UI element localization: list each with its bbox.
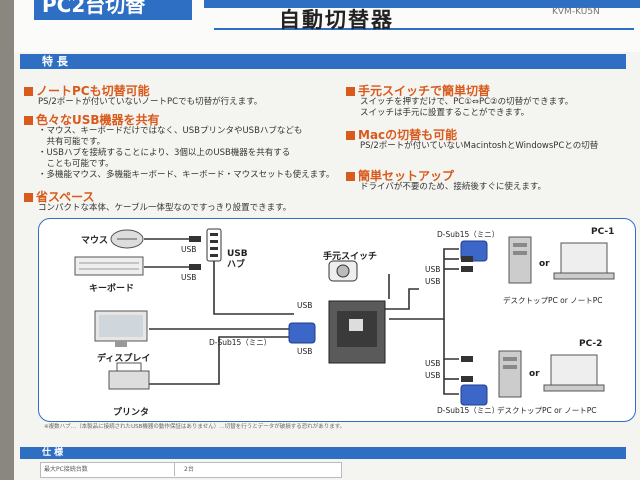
dsub-label: D-Sub15（ミニ） — [437, 406, 500, 415]
feature-title-3: 省スペース — [24, 188, 95, 205]
usb-label: USB — [425, 265, 441, 274]
feature-title-5: Macの切替も可能 — [346, 126, 457, 143]
printer-icon — [108, 362, 150, 390]
keyboard-icon — [74, 256, 144, 276]
feature-line: ことも可能です。 — [38, 159, 114, 169]
feature-line: スイッチを押すだけで、PC①⇔PC②の切替ができます。 — [360, 97, 574, 107]
usb-label: USB — [425, 359, 441, 368]
spec-row — [40, 462, 342, 478]
usb-label: USB — [181, 273, 197, 282]
hand-switch-icon — [328, 260, 358, 282]
keyboard-label: キーボード — [89, 284, 135, 294]
feature-line: 共有可能です。 — [38, 137, 106, 147]
spec-bar — [20, 447, 626, 459]
connection-diagram: マウス USB キーボード USB USB ハブ 手元スイッチ USB D-Su… — [38, 218, 636, 422]
feature-line: PS/2ポートが付いていないMacintoshとWindowsPCとの切替 — [360, 141, 599, 151]
diagram-graphic — [74, 228, 615, 406]
product-title: 自動切替器 — [279, 8, 394, 32]
features-bar — [20, 54, 626, 69]
or-label: or — [539, 259, 550, 269]
hand-switch-label: 手元スイッチ — [323, 252, 378, 262]
desktop-or-note-label: デスクトップPC or ノートPC — [497, 406, 597, 415]
or-label: or — [529, 369, 540, 379]
laptop-icon — [553, 242, 615, 280]
dsub-label: D-Sub15（ミニ） — [209, 338, 272, 347]
pc1-label: PC-1 — [591, 227, 615, 237]
feature-line: ドライバが不要のため、接続後すぐに使えます。 — [360, 182, 546, 192]
usb-label: USB — [181, 245, 197, 254]
top-blue-bar — [204, 0, 640, 8]
model-number: KVM-KU5N — [552, 7, 600, 17]
footnote: ※複数ハブ…（本製品に接続されたUSB機器の動作保証はありません）…切替を行うと… — [44, 424, 346, 430]
vga-connector-icon — [288, 240, 488, 406]
feature-title-2: 色々なUSB機器を共有 — [24, 111, 160, 128]
usb-label: USB — [297, 347, 313, 356]
spec-cell-label: 最大PC接続台数 — [44, 466, 88, 473]
feature-line: コンパクトな本体、ケーブル一体型なのですっきり設置できます。 — [38, 203, 292, 213]
feature-line: ・マウス、キーボードだけではなく、USBプリンタやUSBハブなども — [38, 126, 303, 136]
feature-title-1: ノートPCも切替可能 — [24, 82, 150, 99]
features-label: 特 長 — [42, 55, 68, 68]
dsub-label: D-Sub15（ミニ） — [437, 230, 500, 239]
feature-line: ・USBハブを接続することにより、3個以上のUSB機器を共有する — [38, 148, 291, 158]
feature-line: スイッチは手元に設置することができます。 — [360, 108, 530, 118]
spec-label: 仕 様 — [42, 448, 64, 458]
kvm-switch-icon — [328, 300, 386, 364]
usb-label: USB — [425, 277, 441, 286]
pc2-label: PC-2 — [579, 339, 603, 349]
mouse-label: マウス — [81, 236, 109, 246]
usb-hub-label: USB ハブ — [227, 249, 248, 270]
feature-title-6: 簡単セットアップ — [346, 167, 454, 184]
laptop-icon — [543, 354, 605, 392]
feature-line: ・多機能マウス、多機能キーボード、キーボード・マウスセットも使えます。 — [38, 170, 335, 180]
spec-cell-value: 2台 — [184, 466, 194, 473]
desktop-pc-icon — [508, 236, 532, 284]
header-rule — [214, 28, 634, 30]
display-icon — [94, 310, 148, 347]
feature-title-4: 手元スイッチで簡単切替 — [346, 82, 490, 99]
product-box: PC2台切替 自動切替器 KVM-KU5N 特 長 ノートPCも切替可能 PS/… — [14, 0, 640, 480]
desktop-or-note-label: デスクトップPC or ノートPC — [503, 296, 603, 305]
printer-label: プリンタ — [113, 408, 150, 418]
feature-line: PS/2ポートが付いていないノートPCでも切替が行えます。 — [38, 97, 263, 107]
usb-label: USB — [425, 371, 441, 380]
display-label: ディスプレイ — [97, 354, 151, 364]
pc-tag: PC2台切替 — [34, 0, 192, 20]
usb-hub-icon — [206, 228, 222, 262]
spec-divider — [174, 462, 175, 476]
mouse-icon — [110, 229, 144, 249]
desktop-pc-icon — [498, 350, 522, 398]
usb-label: USB — [297, 301, 313, 310]
